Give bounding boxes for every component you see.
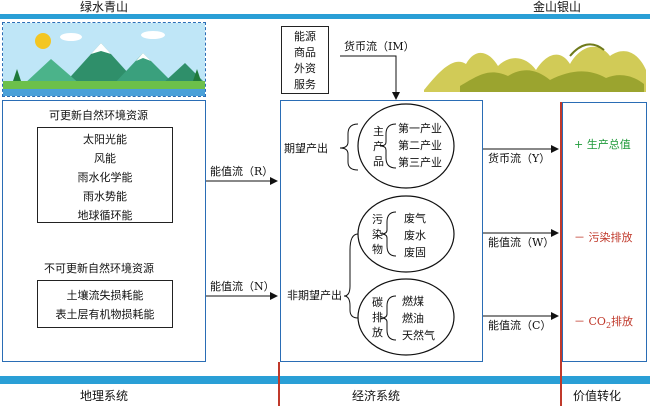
input-item: 商品 xyxy=(294,46,316,59)
divider-left xyxy=(278,362,280,406)
pollution-item: 废气 xyxy=(404,212,426,225)
flow-money-in-label: 货币流（IM） xyxy=(344,40,415,53)
flow-energy-w-label: 能值流（W） xyxy=(488,236,555,249)
industry-list: 第一产业 第二产业 第三产业 xyxy=(398,122,442,169)
main-product-char: 品 xyxy=(373,155,384,168)
top-band xyxy=(0,14,650,19)
geo-system-panel xyxy=(2,100,206,362)
renewable-title: 可更新自然环境资源 xyxy=(49,109,148,122)
carbon-char: 排 xyxy=(372,311,383,324)
brace-carbon xyxy=(380,295,397,341)
header-green-mountains: 绿水青山 xyxy=(80,0,129,14)
brace-expected-output xyxy=(339,123,359,171)
pollution-list: 废气 废水 废固 xyxy=(404,212,426,259)
input-item: 服务 xyxy=(294,78,316,91)
value-pollution: － 污染排放 xyxy=(574,231,633,244)
main-product-char: 产 xyxy=(373,140,384,153)
value-co2-sub: 2 xyxy=(605,321,612,331)
pollution-item: 废水 xyxy=(404,229,426,242)
econ-system-panel xyxy=(280,100,483,362)
pollution-char: 染 xyxy=(372,228,383,241)
nonrenewable-item: 表土层有机物损耗能 xyxy=(55,308,155,321)
footer-value-conversion: 价值转化 xyxy=(573,389,622,403)
value-co2-suffix: 排放 xyxy=(611,315,634,328)
mountain-scene-icon xyxy=(3,23,205,96)
industry-item: 第三产业 xyxy=(398,156,442,169)
renewable-item: 雨水势能 xyxy=(83,190,127,203)
flow-energy-r-label: 能值流（R） xyxy=(210,165,274,178)
flow-energy-c-label: 能值流（C） xyxy=(488,319,552,332)
flow-energy-n-label: 能值流（N） xyxy=(210,280,275,293)
gold-mountain-illustration xyxy=(420,26,648,100)
renewable-item: 太阳光能 xyxy=(83,133,127,146)
carbon-char: 碳 xyxy=(372,296,383,309)
renewable-item: 风能 xyxy=(94,152,116,165)
brace-main-product xyxy=(379,123,397,169)
gold-mountain-icon xyxy=(420,26,648,100)
value-co2-prefix: － CO xyxy=(574,315,606,328)
brace-pollution xyxy=(380,211,397,257)
carbon-group: 碳 排 放 xyxy=(372,296,383,339)
industry-item: 第二产业 xyxy=(398,139,442,152)
value-gdp: + 生产总值 xyxy=(574,138,631,151)
pollution-group: 污 染 物 xyxy=(372,213,383,256)
carbon-char: 放 xyxy=(372,326,383,339)
carbon-item: 燃油 xyxy=(402,312,424,325)
bottom-band xyxy=(0,376,650,384)
main-product-group: 主 产 品 xyxy=(373,125,384,168)
nonrenewable-list: 土壤流失损耗能 表土层有机物损耗能 xyxy=(37,280,173,328)
header-gold-mountains: 金山银山 xyxy=(533,0,582,14)
flow-money-y-label: 货币流（Y） xyxy=(488,152,551,165)
footer-geo-system: 地理系统 xyxy=(80,389,129,403)
carbon-item: 燃煤 xyxy=(402,295,424,308)
renewable-item: 雨水化学能 xyxy=(77,171,133,184)
industry-item: 第一产业 xyxy=(398,122,442,135)
nonrenewable-title: 不可更新自然环境资源 xyxy=(44,262,154,275)
input-item: 外资 xyxy=(294,62,316,75)
landscape-illustration xyxy=(2,22,206,97)
carbon-list: 燃煤 燃油 天然气 xyxy=(402,295,435,342)
divider-right xyxy=(560,102,562,406)
pollution-item: 废固 xyxy=(404,246,426,259)
main-product-circle xyxy=(357,103,455,189)
value-co2: － CO2排放 xyxy=(574,315,633,332)
value-conversion-panel xyxy=(562,102,647,362)
inputs-box: 能源 商品 外资 服务 xyxy=(281,26,329,94)
expected-output-label: 期望产出 xyxy=(284,142,328,155)
carbon-item: 天然气 xyxy=(402,329,435,342)
input-item: 能源 xyxy=(294,30,316,43)
renewable-item: 地球循环能 xyxy=(77,209,133,222)
arrow-money-in xyxy=(340,55,400,100)
pollution-char: 物 xyxy=(372,243,383,256)
unexpected-output-label: 非期望产出 xyxy=(287,289,342,302)
main-product-char: 主 xyxy=(373,125,384,138)
brace-unexpected-output xyxy=(343,233,359,319)
carbon-circle xyxy=(357,278,455,356)
nonrenewable-item: 土壤流失损耗能 xyxy=(66,289,144,302)
renewable-list: 太阳光能 风能 雨水化学能 雨水势能 地球循环能 xyxy=(37,127,173,223)
pollution-char: 污 xyxy=(372,213,383,226)
footer-econ-system: 经济系统 xyxy=(352,389,401,403)
